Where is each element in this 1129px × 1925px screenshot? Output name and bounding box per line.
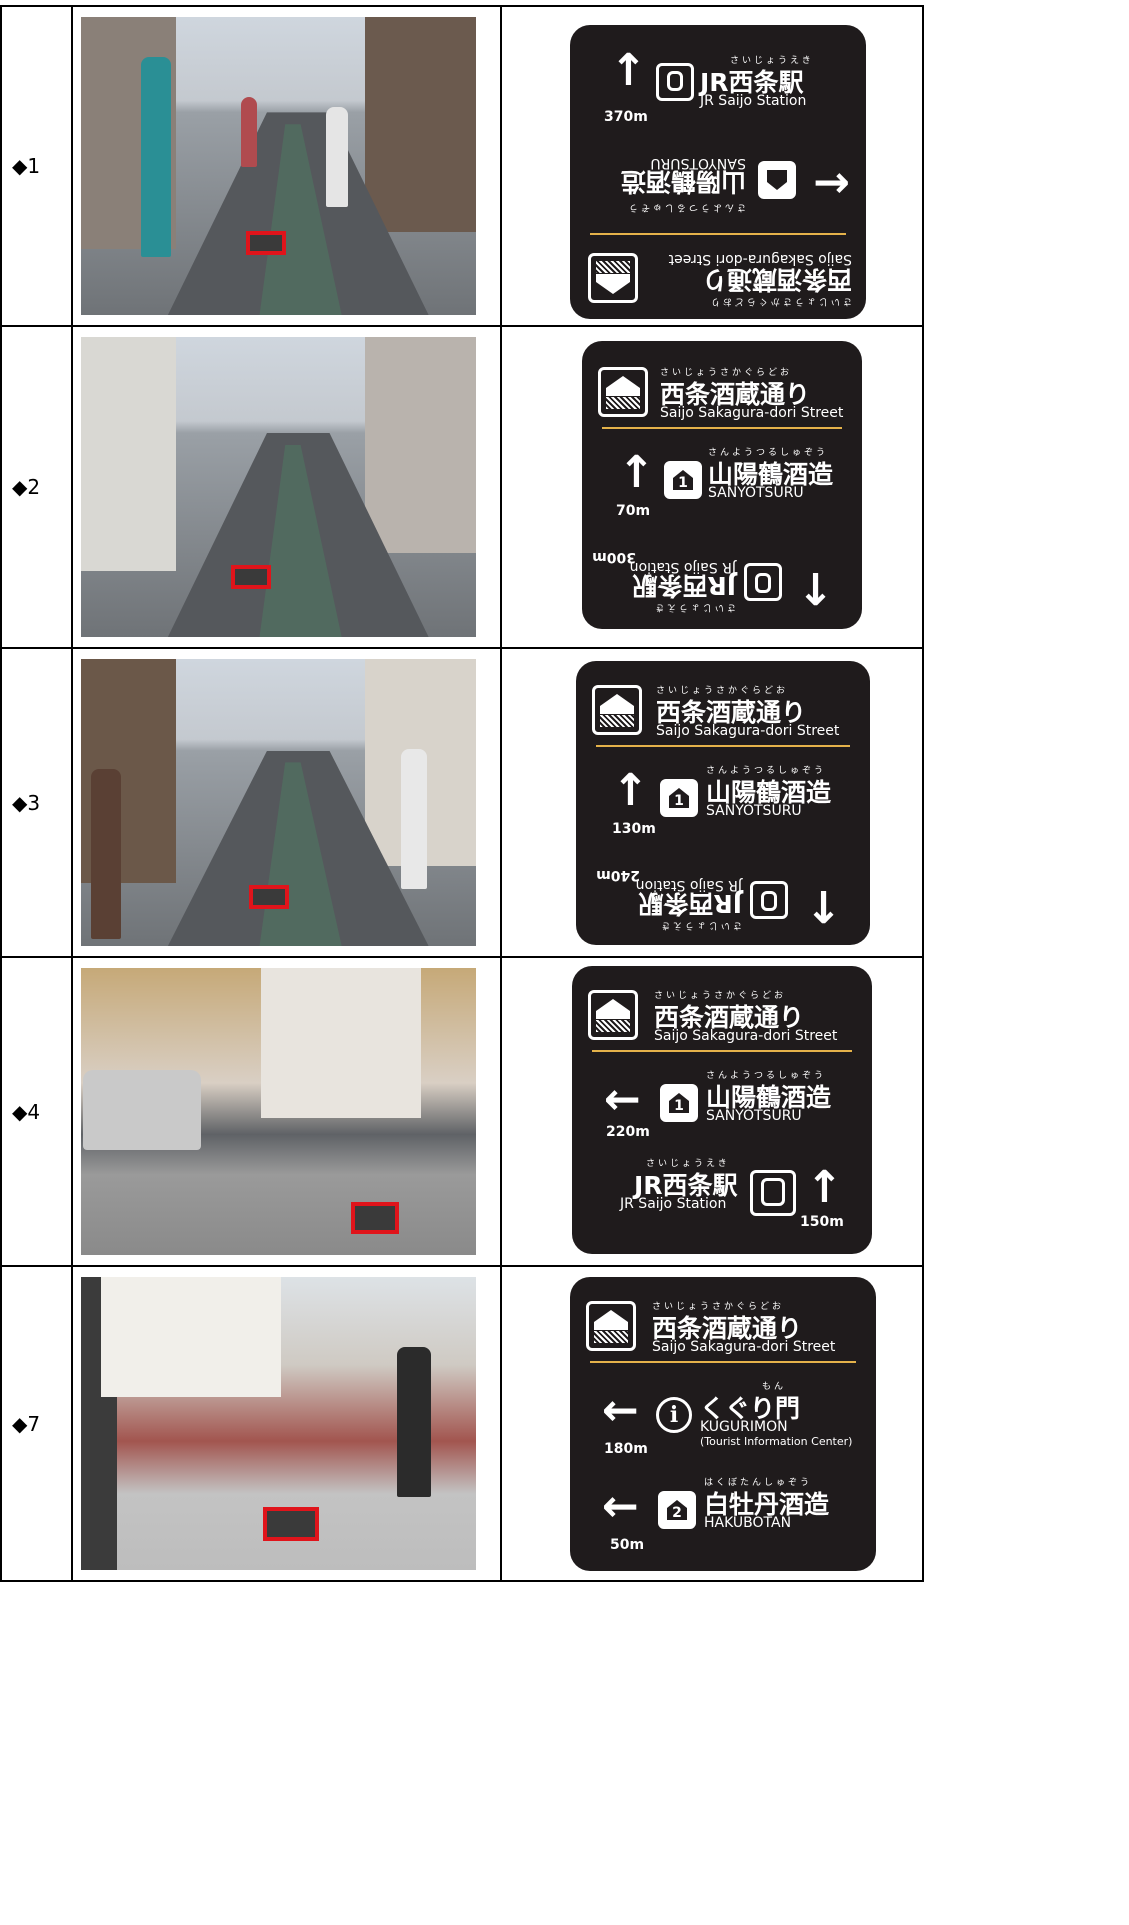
- street-photo: [81, 337, 476, 637]
- sign-plate: さいじょうさかぐらどお 西条酒蔵通り Saijo Sakagura-dori S…: [582, 341, 862, 629]
- street-name: 西条酒蔵通り: [654, 1003, 805, 1032]
- brewery-logo-icon: [588, 253, 638, 303]
- sign-marker: [263, 1507, 319, 1541]
- brewery-icon: [758, 161, 796, 199]
- sign-grid: ◆1 ↑ さいじょうえき JR西条駅 JR Saijo Station 370m: [0, 5, 924, 1582]
- destination-name: JR西条駅: [700, 68, 804, 97]
- brewery-icon: 1: [660, 779, 698, 817]
- distance-label: 300m: [592, 549, 636, 565]
- table-row: ◆4 さいじょうさかぐらどお 西条酒蔵通り Saijo Sakagura-dor…: [0, 956, 924, 1267]
- arrow-icon: ←: [602, 1481, 639, 1532]
- distance-label: 240m: [596, 867, 640, 883]
- distance-label: 50m: [610, 1537, 645, 1553]
- street-photo: [81, 659, 476, 946]
- arrow-icon: →: [813, 157, 850, 208]
- sign-marker: [231, 565, 271, 589]
- arrow-icon: ↑: [610, 45, 647, 96]
- table-row: ◆2 さいじょうさかぐらどお 西条酒蔵通り Saijo Sakagura-dor…: [0, 325, 924, 649]
- sign-marker: [246, 231, 286, 255]
- arrow-icon: ←: [602, 1385, 639, 1436]
- brewery-logo-icon: [588, 990, 638, 1040]
- street-name: 西条酒蔵通り: [660, 380, 811, 409]
- street-name: 西条酒蔵通り: [652, 1314, 803, 1343]
- table-row: ◆1 ↑ さいじょうえき JR西条駅 JR Saijo Station 370m: [0, 5, 924, 327]
- brewery-icon: 1: [664, 461, 702, 499]
- arrow-icon: ↑: [805, 880, 842, 931]
- brewery-logo-icon: [586, 1301, 636, 1351]
- row-label: ◆3: [12, 790, 41, 815]
- street-photo: [81, 17, 476, 315]
- distance-label: 220m: [606, 1124, 650, 1140]
- brewery-icon: 1: [660, 1084, 698, 1122]
- street-photo: [81, 1277, 476, 1570]
- arrow-icon: ↑: [618, 447, 655, 498]
- brewery-logo-icon: [598, 367, 648, 417]
- brewery-icon: 2: [658, 1491, 696, 1529]
- sign-plate: ↑ さいじょうえき JR西条駅 JR Saijo Station 370m → …: [570, 25, 866, 319]
- train-icon: [744, 563, 782, 601]
- table-row: ◆3 さいじょうさかぐらどお 西条酒蔵通り Saijo Sakagura-dor…: [0, 647, 924, 958]
- arrow-icon: ↑: [612, 765, 649, 816]
- distance-label: 70m: [616, 503, 651, 519]
- arrow-icon: ↑: [806, 1162, 843, 1213]
- info-icon: i: [656, 1397, 692, 1433]
- row-label: ◆4: [12, 1099, 41, 1124]
- arrow-icon: ↑: [797, 562, 834, 613]
- distance-label: 370m: [604, 109, 648, 125]
- train-icon: [656, 63, 694, 101]
- street-photo: [81, 968, 476, 1255]
- sign-plate: さいじょうさかぐらどお 西条酒蔵通り Saijo Sakagura-dori S…: [572, 966, 872, 1254]
- arrow-icon: ←: [604, 1074, 641, 1125]
- train-icon: [750, 1170, 796, 1216]
- brewery-logo-icon: [592, 685, 642, 735]
- street-name: 西条酒蔵通り: [656, 698, 807, 727]
- distance-label: 130m: [612, 821, 656, 837]
- sign-plate: さいじょうさかぐらどお 西条酒蔵通り Saijo Sakagura-dori S…: [576, 661, 870, 945]
- distance-label: 150m: [800, 1214, 844, 1230]
- distance-label: 180m: [604, 1441, 648, 1457]
- sign-marker: [351, 1202, 399, 1234]
- sign-plate: さいじょうさかぐらどお 西条酒蔵通り Saijo Sakagura-dori S…: [570, 1277, 876, 1571]
- sign-location-table: ◆1 ↑ さいじょうえき JR西条駅 JR Saijo Station 370m: [0, 0, 920, 1925]
- destination-name: くぐり門: [700, 1394, 801, 1423]
- row-label: ◆2: [12, 475, 41, 499]
- row-label: ◆1: [12, 154, 41, 178]
- sign-marker: [249, 885, 289, 909]
- train-icon: [750, 881, 788, 919]
- table-row: ◆7 さいじょうさかぐらどお 西条酒蔵通り Saijo Sakagura-dor…: [0, 1265, 924, 1582]
- row-label: ◆7: [12, 1411, 41, 1436]
